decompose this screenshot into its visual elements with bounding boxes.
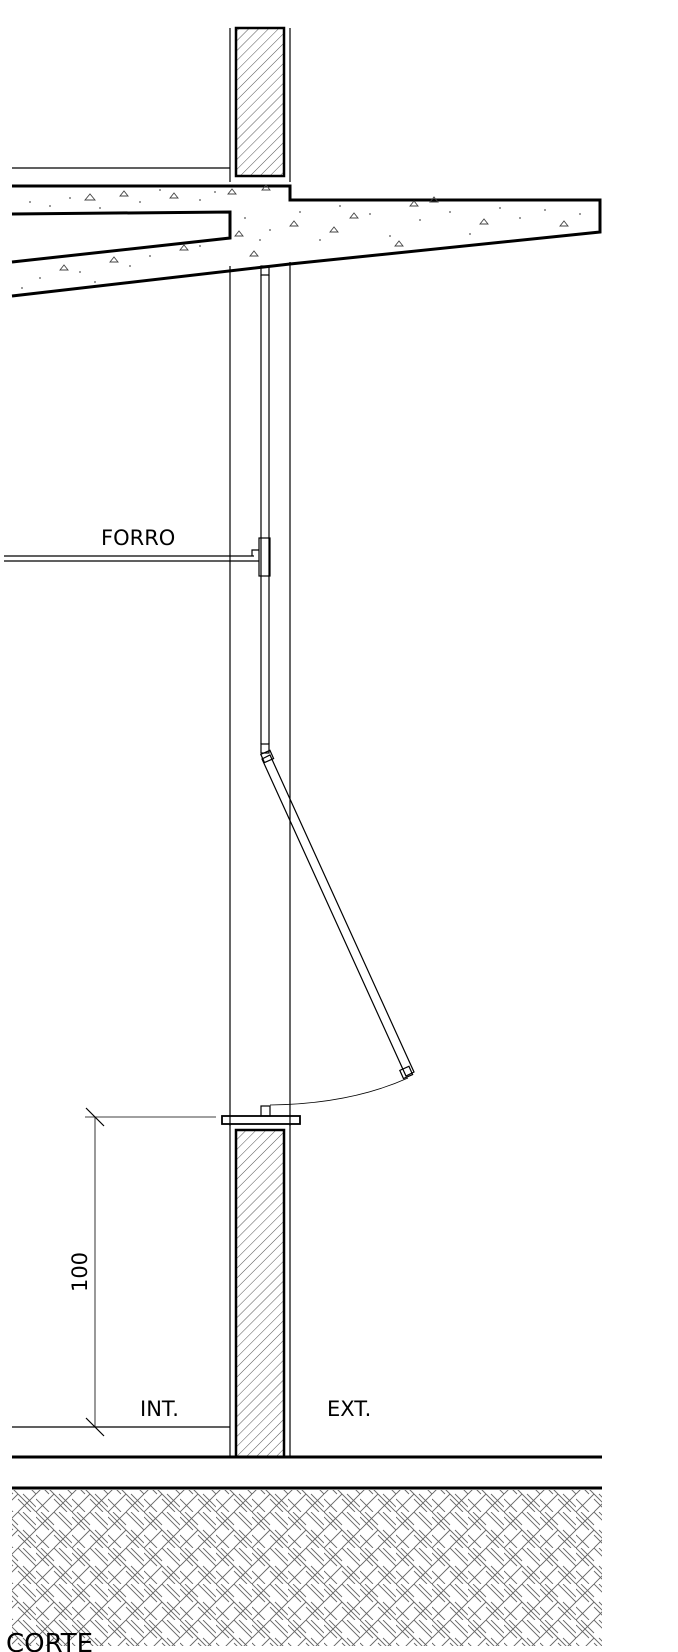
opening-jambs bbox=[229, 262, 291, 1126]
concrete-slab bbox=[11, 167, 602, 298]
ground bbox=[12, 1455, 602, 1646]
sill-height-dimension: 100 bbox=[68, 1107, 228, 1437]
window-frame bbox=[258, 265, 271, 754]
upper-wall bbox=[229, 26, 291, 182]
exterior-label: EXT. bbox=[327, 1397, 371, 1421]
swing-arc bbox=[269, 1077, 409, 1106]
ceiling-label: FORRO bbox=[101, 526, 175, 550]
upper-brick-hatch bbox=[234, 26, 286, 178]
interior-label: INT. bbox=[140, 1397, 179, 1421]
open-sash bbox=[260, 749, 415, 1106]
dimension-label: 100 bbox=[68, 1252, 92, 1292]
lower-wall bbox=[229, 1124, 291, 1459]
concrete-speckle bbox=[59, 184, 569, 271]
lower-brick-hatch bbox=[234, 1128, 286, 1459]
window-sill bbox=[221, 1105, 301, 1125]
drawing-title: CORTE bbox=[6, 1629, 93, 1652]
earth-hatch bbox=[12, 1490, 602, 1646]
ceiling-forro bbox=[4, 549, 259, 562]
